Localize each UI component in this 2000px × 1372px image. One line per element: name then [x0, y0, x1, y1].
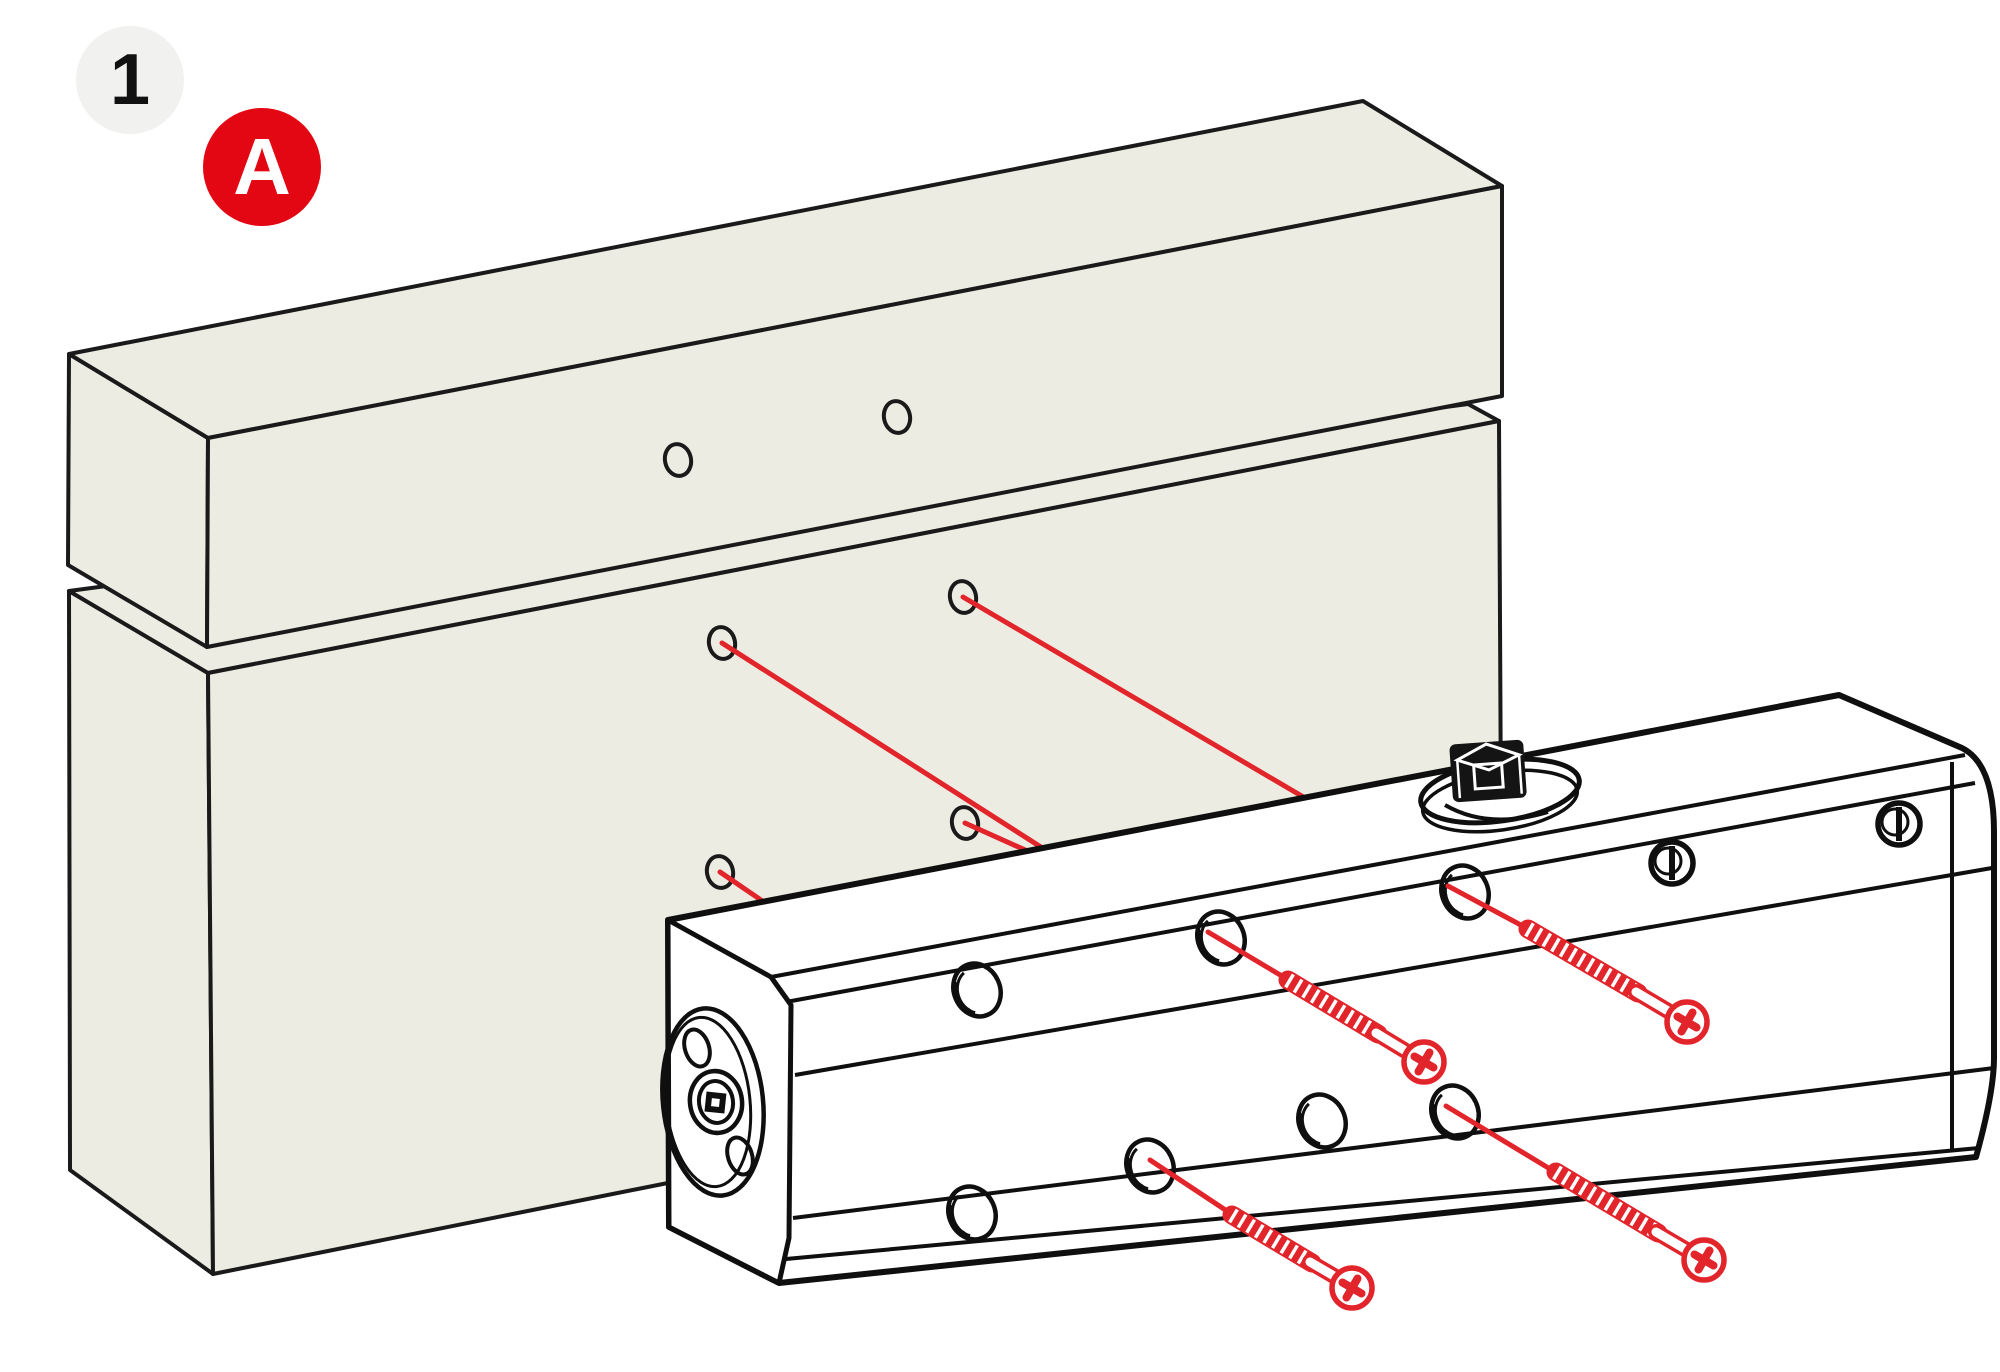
end-cap-flange	[660, 1006, 766, 1198]
phillips-cross-icon	[1338, 1274, 1366, 1302]
mounting-screw	[1205, 929, 1447, 1085]
mounting-hole	[951, 961, 1003, 1019]
pilot-hole	[706, 625, 738, 661]
lower-chamfer-top-edge	[792, 1066, 1995, 1220]
pinion-spindle	[1418, 739, 1582, 834]
top-face-front-edge	[770, 753, 1966, 979]
spindle-base-arc	[1443, 803, 1549, 822]
mounting-screws	[1147, 883, 1727, 1311]
upper-panel	[66, 99, 1504, 649]
upper-panel-front-face	[205, 184, 1504, 649]
phillips-cross-icon	[1410, 1048, 1438, 1076]
screw-thread	[1546, 1162, 1668, 1243]
mounting-screw	[1147, 1157, 1375, 1311]
mounting-screw	[1445, 883, 1710, 1045]
end-cap	[660, 1006, 766, 1198]
phillips-cross-icon	[1690, 1246, 1718, 1274]
step-number-badge: 1	[76, 26, 184, 134]
pilot-hole	[947, 579, 979, 615]
pinion-hub-outer	[687, 1068, 745, 1136]
upper-panel-pilot-holes	[662, 399, 913, 478]
mounting-hole	[1429, 1083, 1481, 1141]
end-cap-inner-ring	[663, 1015, 753, 1189]
valve-screw	[1648, 839, 1696, 887]
pilot-hole	[704, 854, 736, 890]
part-letter: A	[233, 122, 291, 211]
mounting-hole	[1296, 1092, 1348, 1150]
valve-screws	[1648, 800, 1923, 887]
screw-thread	[1222, 1205, 1322, 1273]
spindle-square	[1472, 761, 1505, 791]
end-cap-hole-top	[682, 1027, 712, 1069]
pilot-hole	[662, 442, 694, 478]
mounting-hole	[1439, 863, 1491, 921]
end-cap-hole-bottom	[725, 1135, 755, 1177]
mounting-hole	[946, 1184, 998, 1242]
mounting-holes-lower-row	[946, 1083, 1481, 1242]
lower-panel-left-face	[67, 589, 215, 1276]
pilot-hole	[881, 399, 913, 435]
mounting-hole	[1195, 909, 1247, 967]
upper-chamfer-bottom-edge	[794, 866, 1993, 1077]
mounting-hole	[1124, 1137, 1176, 1195]
mounting-holes-upper-row	[951, 863, 1491, 1019]
phillips-cross-icon	[1673, 1008, 1701, 1036]
pinion-square-socket-hole	[709, 1097, 721, 1109]
pinion-hub-inner	[696, 1079, 736, 1125]
door-closer-body	[660, 692, 1997, 1286]
lower-panel-pilot-holes	[704, 579, 981, 890]
lower-chamfer-bottom-edge	[785, 1146, 1980, 1261]
step-number: 1	[109, 40, 151, 120]
part-letter-badge: A	[203, 108, 321, 226]
valve-screw	[1875, 800, 1923, 848]
mounting-screw	[1443, 1103, 1727, 1283]
pilot-hole	[949, 805, 981, 841]
